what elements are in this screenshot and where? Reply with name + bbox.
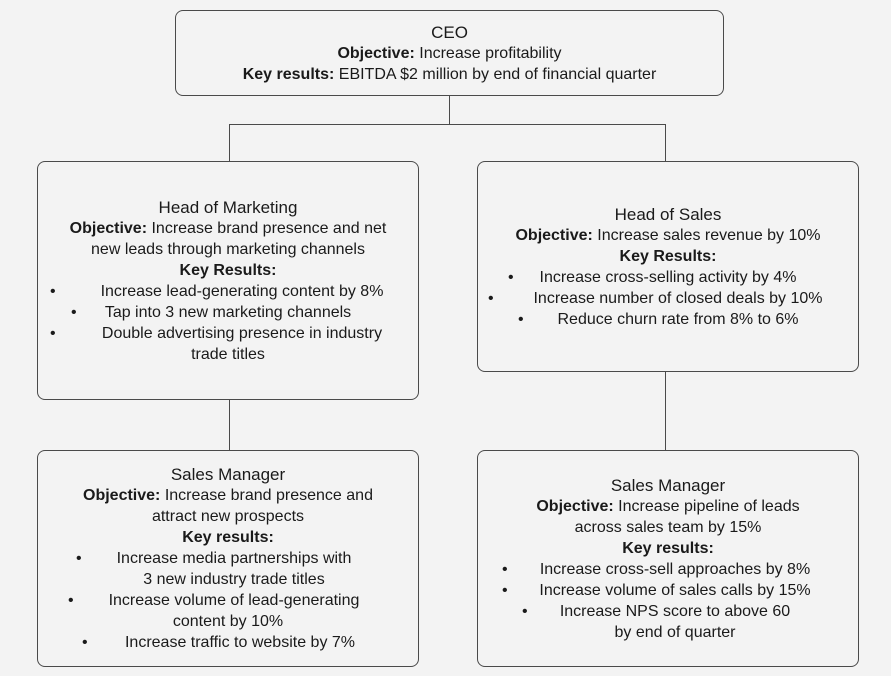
connector-marketing-to-sm bbox=[229, 399, 230, 450]
connector-ceo-down bbox=[449, 95, 450, 125]
list-item: •Reduce churn rate from 8% to 6% bbox=[518, 310, 799, 328]
sales-kr-label: Key Results: bbox=[619, 247, 717, 265]
list-item: •Increase lead-generating content by 8% bbox=[50, 282, 384, 300]
sales-manager-left-objective: Objective: Increase brand presence and bbox=[83, 487, 373, 504]
list-item: •Increase cross-selling activity by 4% bbox=[508, 268, 797, 286]
marketing-objective-line2: new leads through marketing channels bbox=[91, 240, 365, 258]
sales-manager-left-title: Sales Manager bbox=[170, 465, 286, 484]
list-item-continuation: by end of quarter bbox=[614, 623, 736, 641]
sales-box: Head of Sales Objective: Increase sales … bbox=[477, 161, 859, 372]
sales-manager-right-objective-label: Objective: bbox=[536, 497, 614, 515]
list-item: •Increase volume of sales calls by 15% bbox=[502, 581, 811, 599]
bullet: • bbox=[502, 581, 508, 599]
sales-manager-left-objective-line2: attract new prospects bbox=[151, 508, 305, 525]
list-item-continuation: trade titles bbox=[191, 345, 265, 363]
connector-sales-to-sm bbox=[665, 371, 666, 450]
ceo-box: CEO Objective: Increase profitability Ke… bbox=[175, 10, 724, 96]
sales-manager-left-objective-label: Objective: bbox=[83, 487, 161, 504]
sales-objective-text: Increase sales revenue by 10% bbox=[597, 226, 821, 244]
list-item: •Increase NPS score to above 60 bbox=[522, 602, 791, 620]
list-item: •Increase traffic to website by 7% bbox=[82, 634, 356, 651]
sales-manager-left-box: Sales Manager Objective: Increase brand … bbox=[37, 450, 419, 667]
bullet: • bbox=[50, 282, 56, 300]
bullet: • bbox=[76, 550, 82, 567]
sales-manager-right-title: Sales Manager bbox=[610, 475, 726, 495]
connector-to-sales bbox=[665, 124, 666, 161]
marketing-objective: Objective: Increase brand presence and n… bbox=[38, 218, 418, 239]
sales-manager-right-objective-line2: across sales team by 15% bbox=[574, 518, 762, 536]
list-item-continuation: content by 10% bbox=[172, 613, 284, 630]
list-item: •Increase volume of lead-generating bbox=[68, 592, 360, 609]
sales-objective-label: Objective: bbox=[515, 226, 593, 244]
list-item-continuation: 3 new industry trade titles bbox=[143, 571, 325, 588]
list-item: •Double advertising presence in industry bbox=[50, 324, 383, 342]
bullet: • bbox=[68, 592, 74, 609]
list-item: •Increase media partnerships with bbox=[76, 550, 352, 567]
bullet: • bbox=[522, 602, 528, 620]
list-item: •Increase number of closed deals by 10% bbox=[488, 289, 823, 307]
marketing-objective-line1: Increase brand presence and net bbox=[151, 219, 387, 237]
marketing-title: Head of Marketing bbox=[158, 197, 298, 217]
ceo-objective-label: Objective: bbox=[337, 44, 415, 62]
sales-manager-right-box: Sales Manager Objective: Increase pipeli… bbox=[477, 450, 859, 667]
sales-title: Head of Sales bbox=[614, 204, 722, 224]
sales-manager-right-kr-label: Key results: bbox=[622, 539, 714, 557]
sales-manager-left-kr-label: Key results: bbox=[182, 529, 274, 546]
ceo-title: CEO bbox=[431, 22, 468, 42]
bullet: • bbox=[488, 289, 494, 307]
bullet: • bbox=[508, 268, 514, 286]
list-item: •Tap into 3 new marketing channels bbox=[71, 303, 352, 321]
bullet: • bbox=[82, 634, 88, 651]
ceo-key-results: Key results: EBITDA $2 million by end of… bbox=[176, 64, 723, 85]
ceo-objective-text: Increase profitability bbox=[419, 44, 562, 62]
connector-to-marketing bbox=[229, 124, 230, 161]
marketing-objective-label: Objective: bbox=[69, 219, 148, 237]
ceo-objective: Objective: Increase profitability bbox=[176, 43, 723, 64]
marketing-box: Head of Marketing Objective: Increase br… bbox=[37, 161, 419, 400]
marketing-kr-label: Key Results: bbox=[179, 261, 277, 279]
bullet: • bbox=[502, 560, 508, 578]
sales-manager-right-objective: Objective: Increase pipeline of leads bbox=[536, 497, 800, 515]
sales-objective: Objective: Increase sales revenue by 10% bbox=[478, 225, 858, 246]
bullet: • bbox=[50, 324, 56, 342]
bullet: • bbox=[71, 303, 77, 321]
bullet: • bbox=[518, 310, 524, 328]
ceo-kr-label: Key results: bbox=[242, 65, 335, 83]
ceo-kr-text: EBITDA $2 million by end of financial qu… bbox=[338, 65, 657, 83]
list-item: •Increase cross-sell approaches by 8% bbox=[502, 560, 811, 578]
connector-horizontal bbox=[229, 124, 666, 125]
